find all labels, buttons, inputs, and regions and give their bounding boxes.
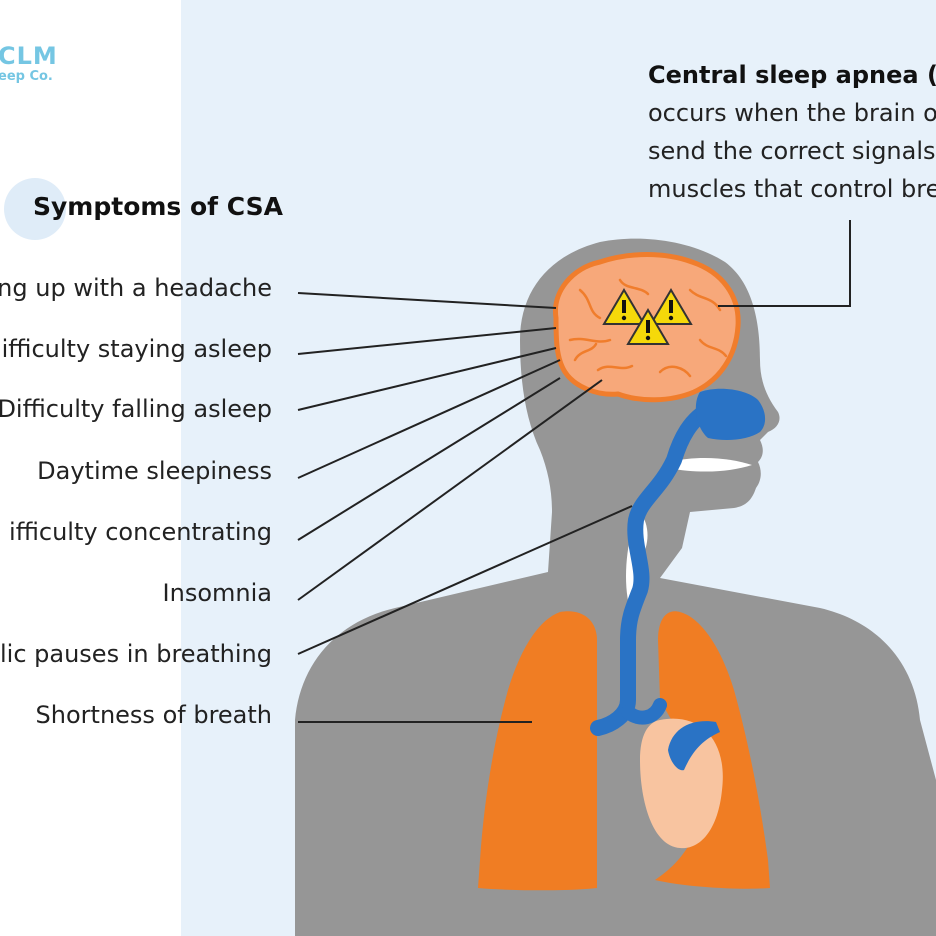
symptom-label: Insomnia [162,579,272,607]
airway [590,400,720,736]
symptom-label: Shortness of breath [35,701,272,729]
leader-line-description [718,220,851,307]
logo-subtext: eep Co. [0,69,53,84]
logo-text: CLM [0,42,58,70]
nasal-cavity [695,388,766,440]
heart [640,718,723,849]
symptom-label: ifficulty staying asleep [1,335,272,363]
leader-line-daytime-sleepiness [297,359,561,479]
csa-description: Central sleep apnea (CS occurs when the … [648,56,936,208]
heart-vessel [668,721,720,771]
body-silhouette [295,238,936,936]
leader-line-falling-asleep [297,347,557,411]
left-lung [478,611,597,891]
symptom-label: Difficulty falling asleep [0,395,272,423]
warning-icon [626,308,670,345]
warning-icon [649,288,693,325]
leader-line-insomnia [297,379,603,601]
leader-line-headache [297,292,557,309]
airway-branch [621,698,667,725]
warning-icon [602,288,646,325]
mouth-gap [668,458,752,472]
symptoms-title: Symptoms of CSA [33,192,283,221]
symptom-label: Daytime sleepiness [37,457,272,485]
leader-line-staying-asleep [297,327,557,355]
symptom-label: ifficulty concentrating [9,518,272,546]
leader-line-pauses-breathing [297,505,633,655]
symptom-label: ng up with a headache [0,274,272,302]
description-line: muscles that control bre [648,175,936,203]
description-heading: Central sleep apnea (CS [648,61,936,89]
leader-line-concentrating [297,377,561,541]
symptom-label: lic pauses in breathing [0,640,272,668]
company-logo: CLM eep Co. [0,42,58,84]
decorative-circle [4,178,66,240]
description-line: send the correct signals [648,137,936,165]
description-line: occurs when the brain o [648,99,936,127]
brain-folds [568,278,728,378]
